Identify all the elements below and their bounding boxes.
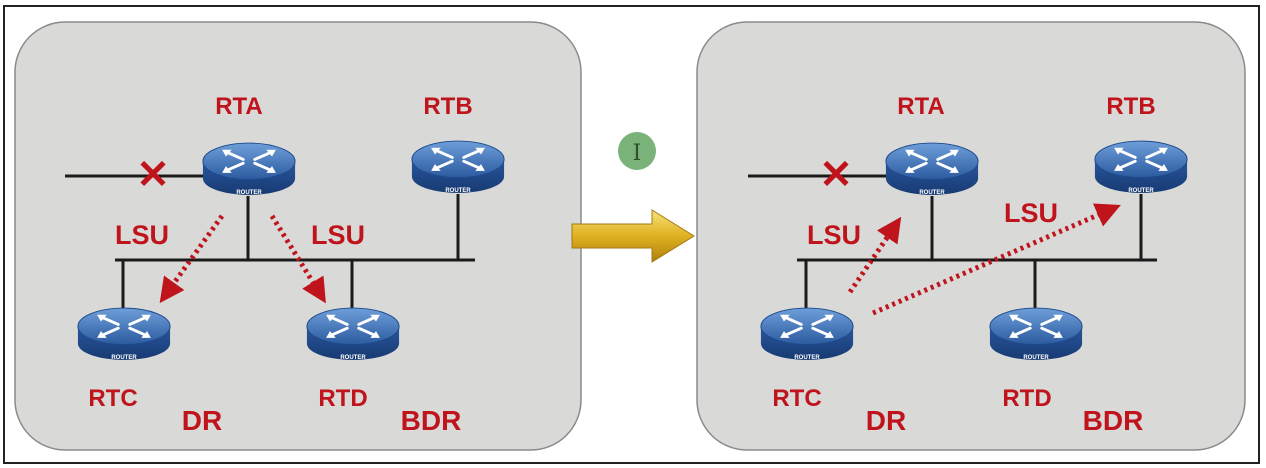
router-caption: ROUTER — [919, 190, 945, 196]
left-lsu-arrow-to-rtc — [159, 214, 225, 304]
right-router-rta: ROUTER — [884, 141, 980, 197]
router-icon — [410, 139, 506, 195]
right-links — [748, 174, 1157, 310]
router-caption: ROUTER — [340, 355, 366, 361]
router-caption: ROUTER — [1023, 355, 1049, 361]
left-dr-label: DR — [182, 405, 222, 436]
right-lsu-arrow-to-rtb — [872, 203, 1121, 316]
router-caption: ROUTER — [1128, 188, 1154, 194]
left-lsu-arrow-to-rtd — [269, 214, 326, 304]
router-caption: ROUTER — [236, 190, 262, 196]
left-router-rtd: ROUTER — [305, 306, 401, 362]
right-rtd-label: RTD — [1002, 385, 1051, 412]
cursor-dot — [618, 132, 656, 170]
left-rtc-label: RTC — [88, 385, 137, 412]
left-router-rtb: ROUTER — [410, 139, 506, 195]
right-rtc-label: RTC — [772, 385, 821, 412]
router-icon — [759, 306, 855, 362]
right-panel: ✕ ROUTER ROUTER ROUTER ROUTER RTA RTB RT… — [696, 21, 1246, 451]
router-caption: ROUTER — [445, 188, 471, 194]
router-icon — [76, 306, 172, 362]
router-icon — [1093, 139, 1189, 195]
right-lsu-label-1: LSU — [807, 220, 861, 250]
left-failure-mark: ✕ — [136, 153, 170, 197]
router-caption: ROUTER — [111, 355, 137, 361]
right-arrow-icon — [571, 209, 695, 263]
left-rtb-label: RTB — [423, 93, 472, 120]
right-rta-label: RTA — [897, 93, 945, 120]
right-failure-mark: ✕ — [819, 153, 853, 197]
left-links — [65, 174, 475, 310]
left-bdr-label: BDR — [401, 405, 462, 436]
right-router-rtc: ROUTER — [759, 306, 855, 362]
right-rtb-label: RTB — [1106, 93, 1155, 120]
left-lsu-label-1: LSU — [115, 220, 169, 250]
left-router-rta: ROUTER — [201, 141, 297, 197]
left-rta-label: RTA — [215, 93, 263, 120]
left-rtd-label: RTD — [318, 385, 367, 412]
router-icon — [884, 141, 980, 197]
router-icon — [988, 306, 1084, 362]
right-router-rtb: ROUTER — [1093, 139, 1189, 195]
router-icon — [305, 306, 401, 362]
left-lsu-label-2: LSU — [311, 220, 365, 250]
left-panel: ✕ ROUTER ROUTER ROUTER ROUTER RTA RTB RT… — [14, 21, 582, 451]
right-lsu-label-2: LSU — [1004, 198, 1058, 228]
right-bdr-label: BDR — [1083, 405, 1144, 436]
router-caption: ROUTER — [794, 355, 820, 361]
router-icon — [201, 141, 297, 197]
cursor-indicator: I — [618, 132, 656, 170]
text-cursor-icon: I — [633, 141, 642, 166]
right-router-rtd: ROUTER — [988, 306, 1084, 362]
left-router-rtc: ROUTER — [76, 306, 172, 362]
right-dr-label: DR — [866, 405, 906, 436]
